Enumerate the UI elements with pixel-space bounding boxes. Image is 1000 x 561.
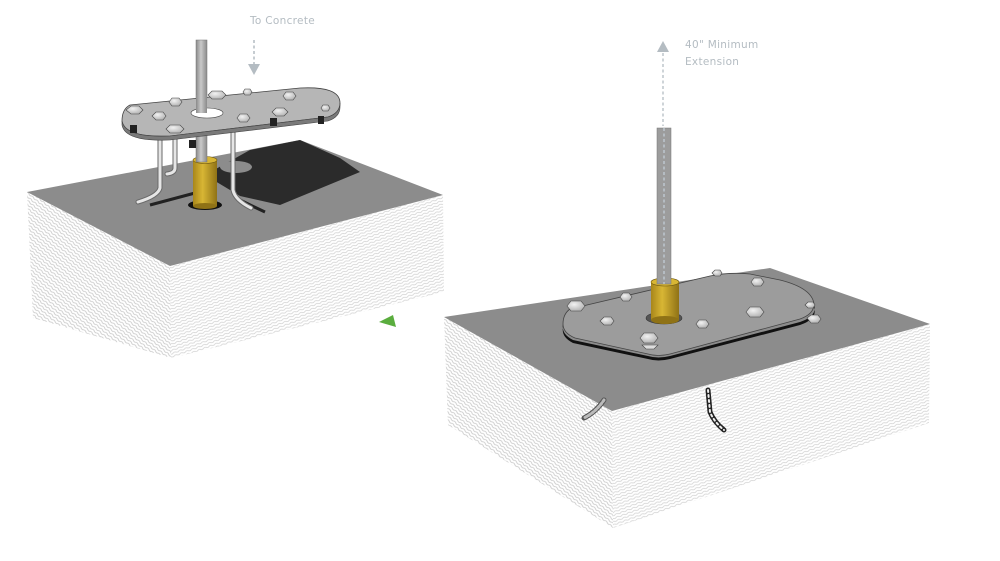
right-ground-cables	[581, 387, 727, 433]
right-plate-nuts	[566, 269, 822, 350]
dashed-arrow-up-icon	[657, 41, 669, 126]
left-base-plate	[121, 87, 341, 148]
minimum-extension-label: 40" Minimum Extension	[685, 37, 759, 71]
dashed-arrow-down-icon	[248, 40, 260, 75]
left-concrete-footing	[27, 140, 444, 358]
right-ground-sleeve	[650, 277, 680, 324]
extension-label-line2: Extension	[685, 56, 740, 68]
left-ground-sleeve	[192, 156, 218, 209]
extension-label-line1: 40" Minimum	[685, 39, 759, 51]
green-triangle-right-icon	[379, 315, 396, 327]
to-concrete-label: To Concrete	[250, 15, 315, 27]
right-mast-pole	[656, 127, 672, 285]
left-j-bolts	[135, 129, 254, 211]
left-plate-nuts	[125, 88, 331, 134]
